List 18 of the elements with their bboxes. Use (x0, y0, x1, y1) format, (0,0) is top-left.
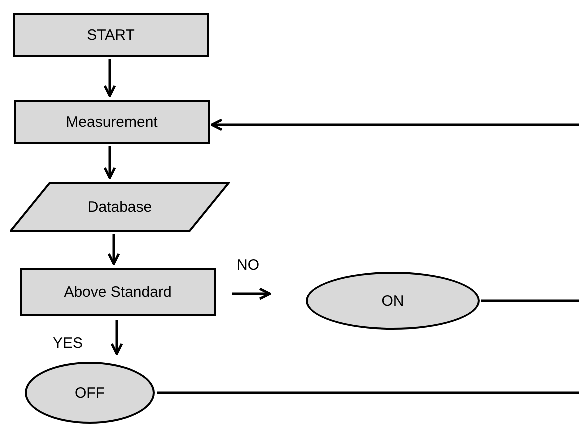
data-parallelogram (10, 182, 230, 232)
arrow (232, 288, 272, 300)
node-label: ON (382, 292, 404, 310)
arrow (104, 59, 116, 98)
node-label: Database (88, 198, 152, 216)
node-label: START (87, 26, 135, 44)
node-label: Above Standard (64, 284, 172, 300)
process-box (13, 13, 209, 57)
process-box (20, 268, 216, 316)
arrow (108, 234, 120, 266)
arrow (104, 146, 116, 180)
connector-line (157, 392, 579, 394)
node-label: Measurement (66, 114, 158, 130)
arrow (110, 320, 124, 356)
node-label: OFF (75, 384, 105, 402)
connector-line (481, 300, 579, 302)
arrow (210, 118, 579, 132)
process-box (14, 100, 210, 144)
